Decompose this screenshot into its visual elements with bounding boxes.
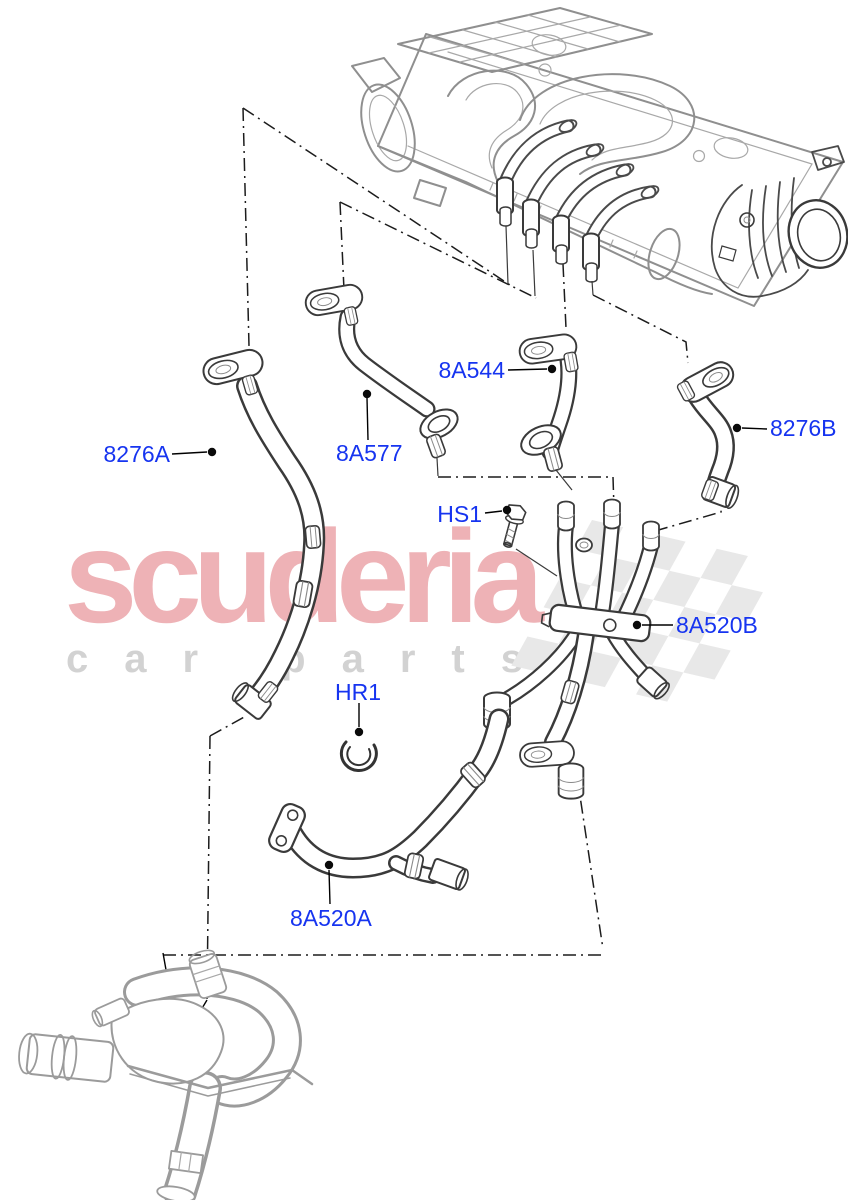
label-leaders (171, 364, 768, 905)
pipe-assembly-8a520b (483, 498, 670, 800)
part-label-8a520a[interactable]: 8A520A (290, 905, 372, 931)
thermostat-housing-assembly (18, 949, 314, 1200)
part-label-8a577[interactable]: 8A577 (336, 440, 403, 466)
hose-8276b (675, 361, 740, 509)
watermark-tagline-text: car parts (66, 637, 559, 681)
bolt-hs1 (503, 504, 558, 577)
hose-8276a (199, 346, 326, 720)
part-label-8276a[interactable]: 8276A (103, 441, 170, 467)
pipe-flange (268, 802, 306, 854)
watermark: scuderia car parts (64, 503, 763, 702)
part-label-hr1[interactable]: HR1 (335, 679, 382, 705)
pipe-8a520a (268, 708, 510, 891)
cooler-pipe-1 (496, 119, 578, 285)
cooler-pipe-2 (522, 143, 605, 297)
throttle-housing (647, 177, 848, 298)
oring-hr1 (339, 740, 378, 773)
charge-air-cooler-assembly (351, 7, 848, 307)
construction-lines (162, 107, 723, 1031)
part-label-8a520b[interactable]: 8A520B (676, 612, 758, 638)
part-label-hs1[interactable]: HS1 (437, 501, 482, 527)
cooler-pipe-3 (552, 163, 635, 265)
part-label-8a544[interactable]: 8A544 (438, 357, 505, 383)
cooler-pipe-4 (582, 185, 660, 296)
part-label-8276b[interactable]: 8276B (770, 415, 837, 441)
hose-8a544 (517, 331, 580, 491)
hose-8a577 (302, 281, 459, 477)
